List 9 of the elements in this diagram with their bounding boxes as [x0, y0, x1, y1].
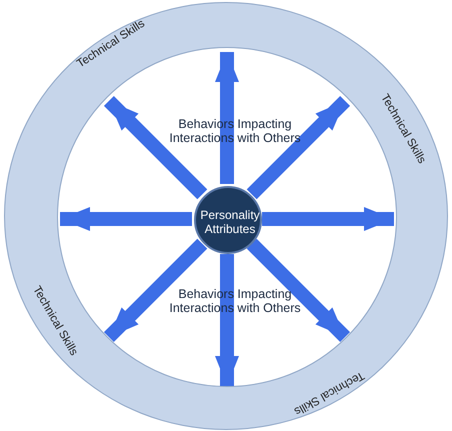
center-label: Personality Attributes	[199, 208, 261, 236]
arrow	[104, 96, 208, 200]
arrow	[215, 52, 239, 184]
arrow	[60, 207, 192, 231]
arrow	[246, 96, 350, 200]
arrow	[262, 207, 394, 231]
arrow	[104, 238, 208, 342]
arrow	[215, 254, 239, 386]
arrow	[246, 238, 350, 342]
